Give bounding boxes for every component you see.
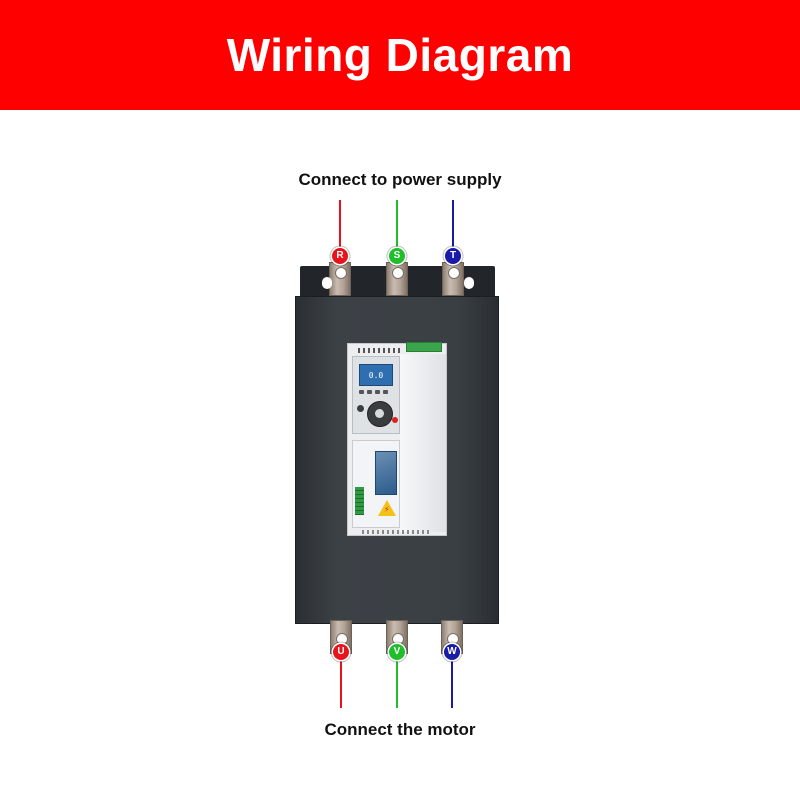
wire-t [452, 200, 454, 250]
terminal-badge-v: V [389, 644, 405, 660]
keypad: 0.0 [352, 356, 400, 434]
wire-r [339, 200, 341, 250]
input-busbar-t [442, 262, 464, 296]
input-busbar-s [386, 262, 408, 296]
mounting-hole-right [464, 277, 474, 289]
panel-side-cover [400, 354, 446, 532]
lcd-display: 0.0 [359, 364, 393, 386]
page-title: Wiring Diagram [227, 28, 574, 82]
top-vents [358, 348, 402, 353]
header-banner: Wiring Diagram [0, 0, 800, 110]
mounting-hole-left [322, 277, 332, 289]
navigation-dial [367, 401, 393, 427]
blue-label-plate [375, 451, 397, 495]
terminal-badge-r: R [332, 248, 348, 264]
control-terminal-strip [406, 342, 442, 352]
keypad-button-left [357, 405, 364, 412]
lightning-bolt-icon: ⚡ [384, 505, 390, 515]
indicator-led-1 [359, 390, 364, 394]
wire-v [396, 660, 398, 708]
caption-power-supply: Connect to power supply [0, 170, 800, 190]
indicator-led-3 [375, 390, 380, 394]
dial-center-button [375, 409, 384, 418]
bottom-vents [362, 530, 432, 534]
terminal-badge-t: T [445, 248, 461, 264]
wire-w [451, 660, 453, 708]
terminal-badge-u: U [333, 644, 349, 660]
wire-u [340, 660, 342, 708]
stop-button-icon [392, 417, 398, 423]
green-terminal-block [355, 487, 364, 515]
indicator-led-4 [383, 390, 388, 394]
terminal-badge-s: S [389, 248, 405, 264]
terminal-section: ⚡ [352, 440, 400, 528]
indicator-led-2 [367, 390, 372, 394]
control-panel: 0.0 ⚡ [347, 343, 447, 536]
caption-motor: Connect the motor [0, 720, 800, 740]
terminal-badge-w: W [444, 644, 460, 660]
input-busbar-r [329, 262, 351, 296]
wire-s [396, 200, 398, 250]
